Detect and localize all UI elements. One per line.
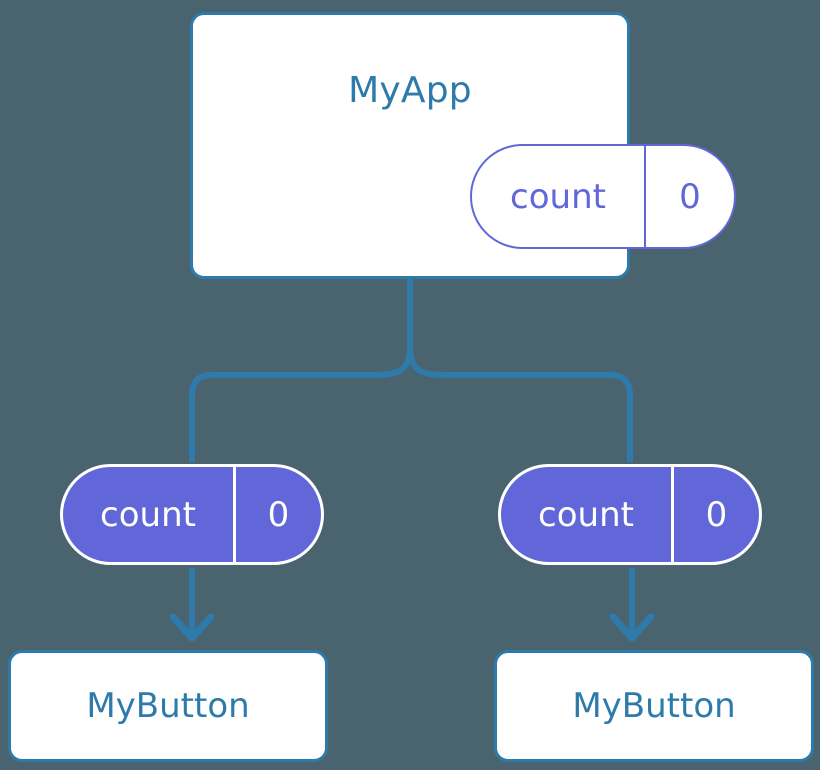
arrow-right <box>609 568 655 642</box>
arrow-left <box>169 568 215 642</box>
component-card-mybutton-right[interactable]: MyButton <box>494 650 814 762</box>
state-pill-branch-left[interactable]: count 0 <box>60 464 324 565</box>
state-value: 0 <box>644 146 734 247</box>
state-value: 0 <box>671 467 759 562</box>
state-key: count <box>510 176 606 217</box>
component-card-mybutton-left[interactable]: MyButton <box>8 650 328 762</box>
component-card-myapp[interactable]: MyApp count 0 <box>190 12 736 279</box>
state-key: count <box>100 494 196 535</box>
branch-connector-right <box>407 347 633 462</box>
component-title-mybutton: MyButton <box>572 686 736 726</box>
state-pill-branch-right[interactable]: count 0 <box>498 464 762 565</box>
state-key: count <box>538 494 634 535</box>
state-pill-root[interactable]: count 0 <box>470 144 736 249</box>
component-title-mybutton: MyButton <box>86 686 250 726</box>
state-value: 0 <box>233 467 321 562</box>
branch-connector-left <box>189 347 413 462</box>
component-title-myapp: MyApp <box>348 70 472 111</box>
